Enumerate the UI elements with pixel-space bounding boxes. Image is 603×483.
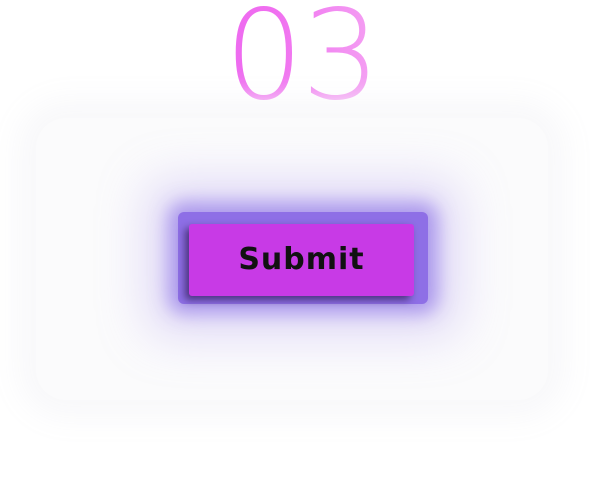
step-number: 03: [0, 0, 603, 118]
submit-button[interactable]: Submit: [189, 224, 414, 296]
